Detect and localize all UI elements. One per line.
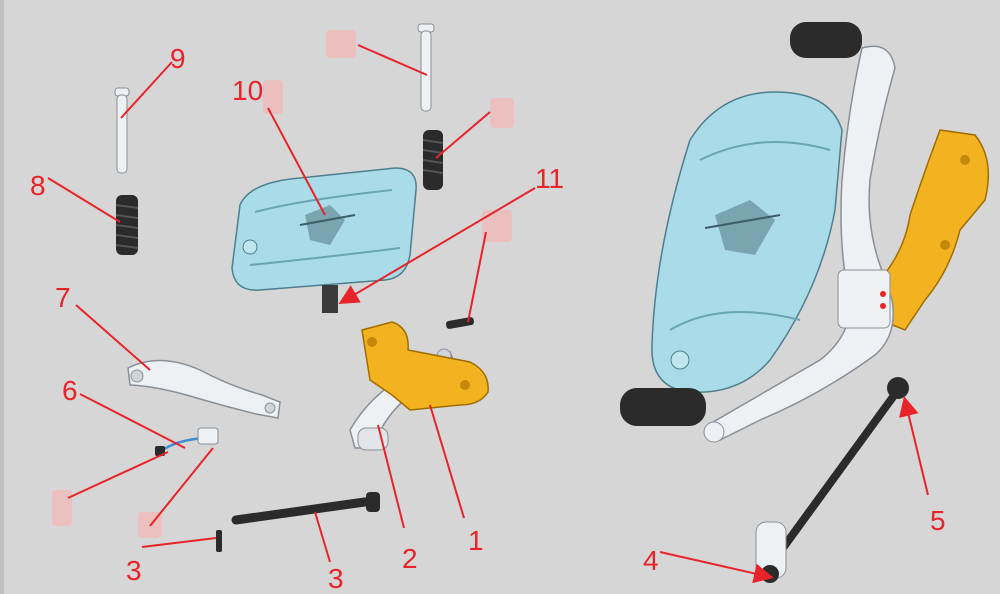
pin-right (417, 23, 435, 112)
bracket-assembled (879, 129, 990, 331)
rod-part-3 (231, 492, 380, 525)
label-3-screw: 3 (126, 555, 142, 586)
label-7: 7 (55, 282, 71, 313)
label-6: 6 (62, 375, 78, 406)
screw-part-3 (216, 530, 222, 552)
grip-top (790, 22, 862, 58)
spring-right (422, 130, 444, 190)
label-9: 9 (170, 43, 186, 74)
label-1: 1 (468, 525, 484, 556)
emblem-icon-assembled (704, 200, 781, 255)
label-10: 10 (232, 75, 263, 106)
footboard-exploded (231, 167, 417, 313)
spring-part-8 (115, 195, 139, 255)
pivot-block (837, 269, 891, 329)
label-3-rod: 3 (328, 563, 344, 594)
assembled-pedal (620, 22, 990, 583)
label-2: 2 (402, 543, 418, 574)
label-8: 8 (30, 170, 46, 201)
callout-labels: 1 2 3 3 4 5 6 7 8 9 10 11 (30, 43, 946, 594)
grip-bottom (620, 388, 706, 426)
cable-part-6 (155, 427, 219, 456)
left-border (0, 0, 4, 594)
bracket-part-1 (361, 321, 489, 411)
label-5: 5 (930, 505, 946, 536)
lever-assembled (706, 45, 896, 441)
screw-small (445, 317, 475, 329)
label-11: 11 (535, 163, 564, 194)
rod-assembled (776, 386, 902, 556)
emblem-icon (299, 205, 356, 245)
pin-part-9 (114, 87, 130, 174)
rod-end-top (887, 377, 909, 399)
leader-lines (47, 44, 929, 584)
label-4: 4 (643, 545, 659, 576)
arm-part-7 (127, 359, 281, 419)
